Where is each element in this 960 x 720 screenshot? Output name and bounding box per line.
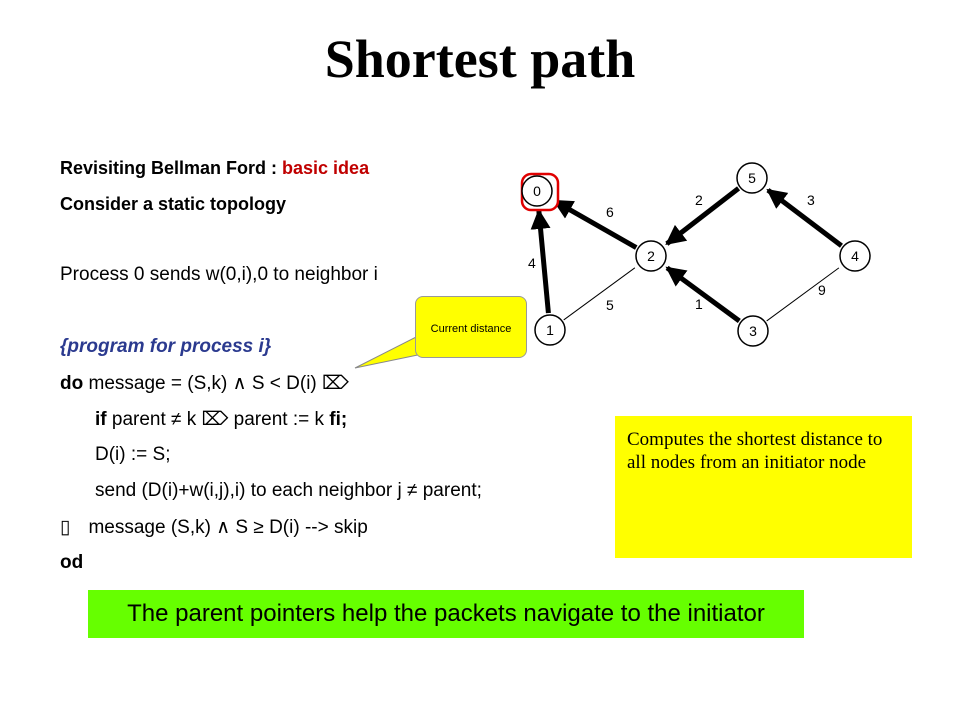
process-zero-line: Process 0 sends w(0,i),0 to neighbor i [60,264,378,285]
edge-weight-5-2: 2 [695,192,703,208]
if-body: parent ≠ k ⌦ parent := k [106,409,330,430]
send-line: send (D(i)+w(i,j),i) to each neighbor j … [95,480,482,501]
parent-pointer-banner: The parent pointers help the packets nav… [88,590,804,638]
node-4: 4 [839,240,871,272]
node-circle [736,162,768,194]
edge-2-0 [552,198,638,250]
node-1: 1 [534,314,566,346]
basic-idea-text: basic idea [282,158,370,178]
summary-note: Computes the shortest distance to all no… [615,416,912,558]
edge-1-2 [563,267,636,321]
program-comment: {program for process i} [60,336,272,357]
do-keyword: do [60,373,84,394]
edge-1-0 [530,208,551,314]
heading-text: Revisiting Bellman Ford : [60,158,283,178]
node-circle [839,240,871,272]
node-label: 2 [647,248,655,264]
edge-5-2 [665,186,741,246]
skip-line: ▯ message (S,k) ∧ S ≥ D(i) --> skip [60,516,368,539]
node-label: 5 [748,170,756,186]
node-circle [521,175,553,207]
od-keyword: od [60,552,84,573]
node-label: 4 [851,248,859,264]
node-label: 3 [749,323,757,339]
edge-weight-2-0: 6 [606,204,614,220]
node-3: 3 [737,315,769,347]
do-line: do message = (S,k) ∧ S < D(i) ⌦ [60,372,349,395]
current-distance-callout: Current distance [415,296,527,358]
edge-weight-1-2: 5 [606,297,614,313]
fi-keyword: fi; [329,409,348,430]
if-line: if parent ≠ k ⌦ parent := k fi; [95,408,347,431]
node-circle [737,315,769,347]
node-circle [534,314,566,346]
skip-text: message (S,k) ∧ S ≥ D(i) --> skip [88,517,368,538]
edge-weight-4-5: 3 [807,192,815,208]
edge-3-2 [665,265,741,323]
edge-3-4 [766,267,840,322]
node-2: 2 [635,240,667,272]
heading-line-2: Consider a static topology [60,194,287,214]
edge-4-5 [766,188,843,248]
node-label: 0 [533,183,541,199]
node-5: 5 [736,162,768,194]
heading-line-1: Revisiting Bellman Ford : basic idea [60,158,369,179]
edge-weight-3-2: 1 [695,296,703,312]
do-guard: message = (S,k) ∧ S < D(i) ⌦ [83,373,349,394]
node-circle [635,240,667,272]
node-label: 1 [546,322,554,338]
edge-weight-3-4: 9 [818,282,826,298]
node-0: 0 [520,172,560,212]
if-keyword: if [95,409,107,430]
box-symbol: ▯ [60,517,71,538]
assign-line: D(i) := S; [95,444,171,465]
edge-weight-1-0: 4 [528,255,536,271]
slide-title: Shortest path [324,29,636,89]
